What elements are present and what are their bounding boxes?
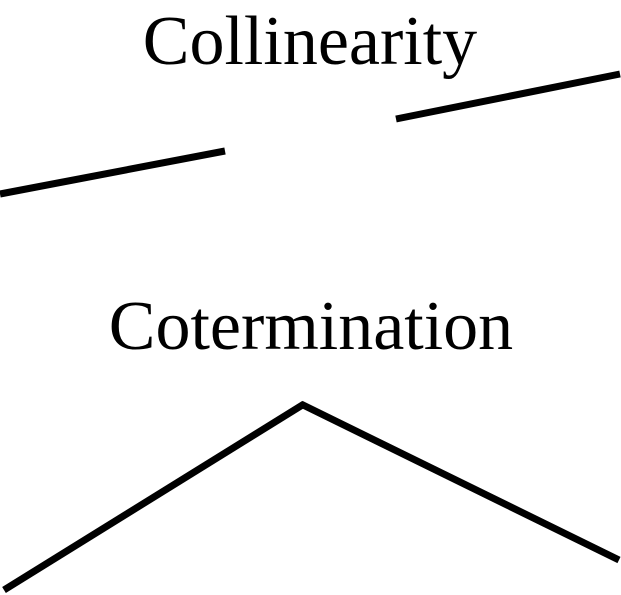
collinearity-segment-right	[395, 70, 621, 123]
collinearity-title: Collinearity	[143, 3, 477, 80]
collinearity-panel: Collinearity	[0, 3, 621, 198]
cotermination-panel: Cotermination	[2, 288, 621, 593]
cotermination-segment-left	[2, 401, 306, 593]
cotermination-title: Cotermination	[109, 288, 513, 365]
collinearity-segment-left	[0, 147, 226, 198]
cotermination-segment-right	[299, 400, 621, 564]
